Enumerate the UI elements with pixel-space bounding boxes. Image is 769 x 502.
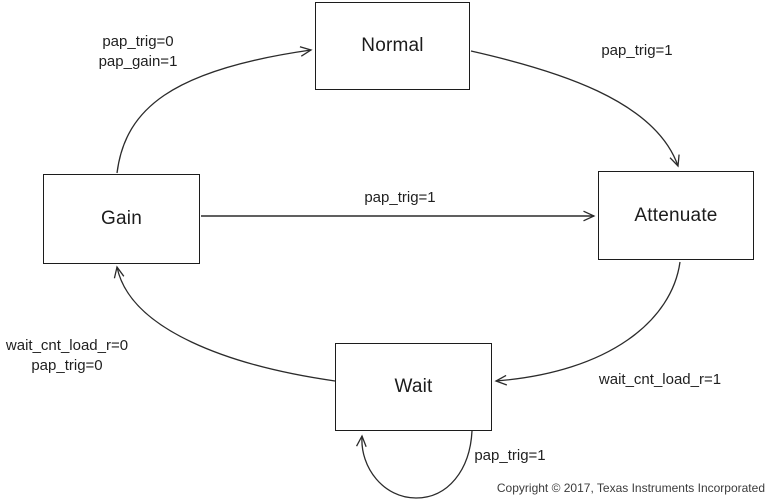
state-normal-label: Normal — [361, 35, 424, 56]
arrow-normal-to-attenuate — [470, 50, 678, 166]
label-attenuate-to-wait: wait_cnt_load_r=1 — [598, 371, 722, 388]
label-gain-to-normal: pap_trig=0 pap_gain=1 — [99, 32, 178, 72]
state-gain-label: Gain — [101, 208, 142, 229]
state-wait-label: Wait — [394, 376, 433, 397]
arrow-gain-to-normal — [116, 50, 311, 174]
label-wait-self-loop: pap_trig=1 — [474, 447, 546, 464]
copyright-notice: Copyright © 2017, Texas Instruments Inco… — [496, 481, 765, 495]
label-gain-to-normal-line1: pap_trig=0 — [102, 33, 174, 50]
state-gain: Gain — [43, 174, 200, 264]
label-gain-to-attenuate: pap_trig=1 — [364, 189, 436, 206]
arrow-wait-to-gain — [117, 267, 336, 382]
state-attenuate-label: Attenuate — [634, 204, 718, 226]
label-wait-to-gain-line1: wait_cnt_load_r=0 — [5, 337, 129, 354]
state-wait: Wait — [335, 343, 492, 431]
state-normal: Normal — [315, 2, 470, 90]
state-attenuate: Attenuate — [598, 171, 754, 260]
arrow-wait-self-loop — [362, 430, 473, 499]
label-gain-to-normal-line2: pap_gain=1 — [98, 53, 178, 70]
label-wait-to-gain: wait_cnt_load_r=0 pap_trig=0 — [6, 336, 128, 376]
arrow-attenuate-to-wait — [496, 261, 681, 381]
label-normal-to-attenuate: pap_trig=1 — [601, 42, 673, 59]
label-wait-to-gain-line2: pap_trig=0 — [31, 357, 103, 374]
